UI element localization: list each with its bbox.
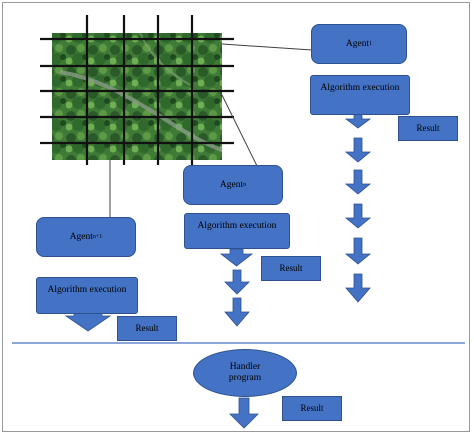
algorithm-label-n: Algorithm execution <box>197 221 277 231</box>
connector-lines <box>109 43 313 220</box>
result-box-agent-n: Result <box>261 256 321 281</box>
agent-1-subscript: 1 <box>369 40 373 47</box>
handler-program-ellipse: Handler program <box>193 349 297 397</box>
result-box-agent-n1: Result <box>117 316 177 341</box>
algorithm-label-n1: Algorithm execution <box>47 285 127 295</box>
result-box-agent-1: Result <box>398 116 458 141</box>
result-box-handler: Result <box>282 396 342 421</box>
arrows-column-agentn <box>219 248 254 327</box>
agent-n-label: Agent <box>219 179 244 190</box>
result-label-n1: Result <box>135 323 159 334</box>
aerial-image <box>52 32 223 160</box>
result-label-handler: Result <box>300 403 324 414</box>
image-grid <box>40 15 234 165</box>
arrows-column-agent1 <box>344 113 372 303</box>
handler-label-line1: Handler <box>229 362 261 373</box>
agent-n1-subscript: n+1 <box>92 233 103 240</box>
result-label-1: Result <box>416 123 440 134</box>
agent-1-label: Agent <box>345 38 370 49</box>
arrow-handler <box>229 397 259 429</box>
algorithm-box-agent-1: Algorithm execution <box>310 75 410 115</box>
figure-frame <box>2 2 470 432</box>
algorithm-box-agent-n: Algorithm execution <box>184 213 290 249</box>
agent-n1-label: Agent <box>69 231 93 242</box>
agent-n-subscript: n <box>243 181 247 188</box>
arrow-agent-n1 <box>64 312 112 332</box>
algorithm-box-agent-n1: Algorithm execution <box>36 277 138 314</box>
result-label-n: Result <box>279 263 303 274</box>
algorithm-label-1: Algorithm execution <box>320 83 400 93</box>
handler-label-line2: program <box>228 373 262 383</box>
